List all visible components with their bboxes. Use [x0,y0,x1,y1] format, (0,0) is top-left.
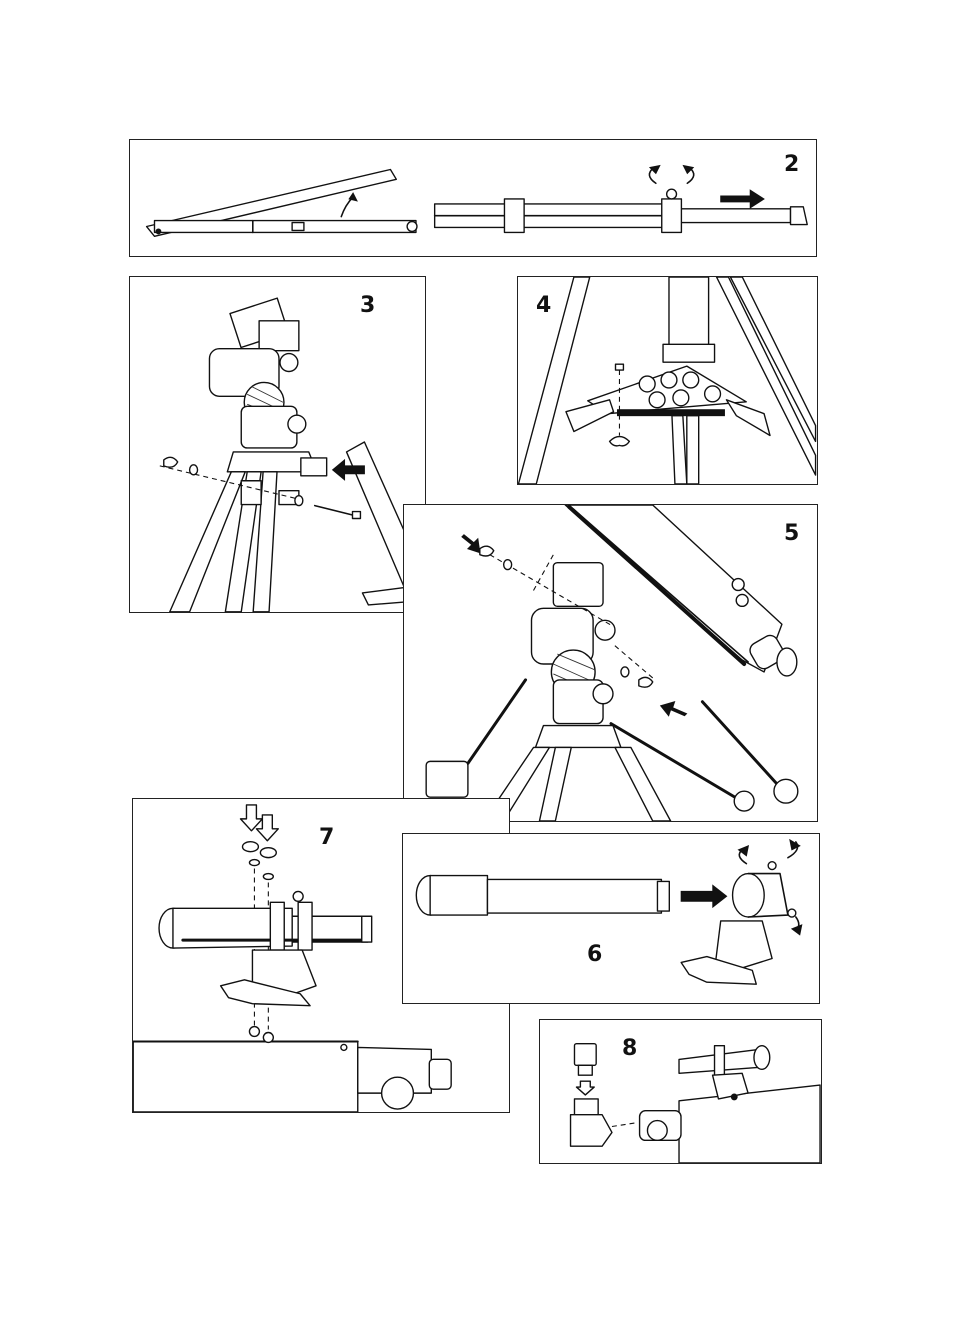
panel-step-8: 8 [539,1019,822,1164]
step-number-2: 2 [784,154,799,176]
panel-step-2: 2 [129,139,817,257]
diagonal-eyepiece-drawing [540,1020,821,1163]
panel-step-6: 6 [402,833,820,1004]
step-number-4: 4 [536,295,551,317]
accessory-tray-drawing [518,277,817,484]
step-number-5: 5 [784,523,799,545]
mount-tripod-drawing [130,277,425,612]
step-number-3: 3 [360,295,375,317]
step-number-8: 8 [622,1038,637,1060]
tripod-leg-drawing [130,140,816,256]
panel-step-3: 3 [129,276,426,613]
step-number-6: 6 [587,944,602,966]
panel-step-4: 4 [517,276,818,485]
panel-step-5: 5 [403,504,818,822]
finder-insert-drawing [403,834,819,1003]
telescope-mount-drawing [404,505,817,821]
step-number-7: 7 [319,827,334,849]
